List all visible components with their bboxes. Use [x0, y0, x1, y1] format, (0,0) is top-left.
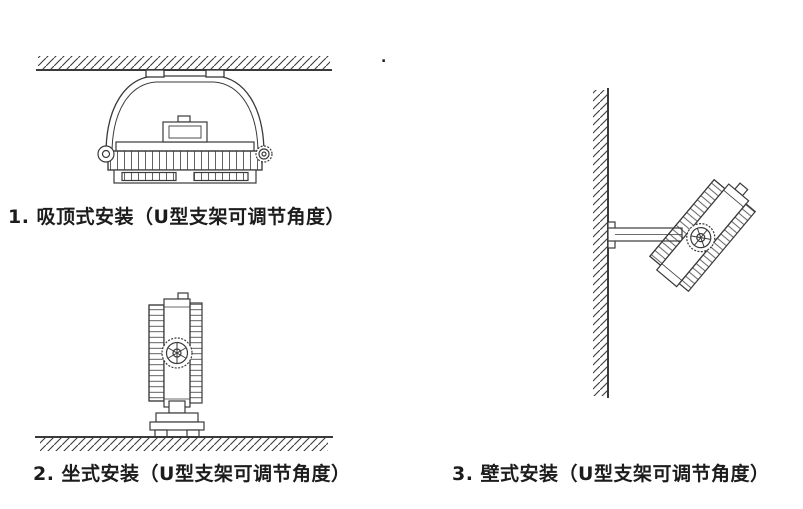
lamp-front-view	[97, 115, 273, 184]
lamp-side-view	[148, 292, 205, 438]
top-screw	[177, 292, 189, 300]
adjustment-knob-icon	[686, 223, 716, 253]
lamp-tilted-view	[649, 178, 757, 293]
cross-bar	[115, 141, 255, 152]
stray-dot: .	[381, 50, 387, 66]
junction-box	[162, 115, 208, 143]
heatsink-fins	[148, 304, 165, 402]
led-grille	[113, 169, 257, 184]
wall-surface	[593, 88, 609, 398]
pivot-knob-right-icon	[255, 145, 273, 163]
mount-tab-right	[205, 69, 225, 78]
mounting-base	[149, 400, 205, 438]
ceiling-mount-diagram	[36, 56, 332, 184]
wall-mount-diagram	[593, 88, 757, 398]
led-array-right	[193, 171, 249, 182]
heatsink-fins	[107, 150, 263, 171]
led-array-left	[121, 171, 177, 182]
caption-wall-mount: 3. 壁式安装（U型支架可调节角度）	[452, 463, 770, 485]
ground-hatch-icon	[40, 438, 328, 451]
ceiling-surface	[36, 56, 332, 71]
wall-hatch-icon	[593, 90, 608, 396]
adjustment-knob-icon	[161, 337, 193, 369]
mounting-arm	[607, 221, 683, 249]
ceiling-hatch-icon	[38, 56, 330, 70]
caption-ceiling-mount: 1. 吸顶式安装（U型支架可调节角度）	[8, 206, 345, 228]
mount-tab-left	[145, 69, 165, 78]
u-bracket	[105, 69, 265, 155]
seated-mount-diagram	[35, 292, 333, 451]
ground-surface	[35, 436, 333, 451]
pivot-knob-left-icon	[97, 145, 115, 163]
caption-seated-mount: 2. 坐式安装（U型支架可调节角度）	[33, 463, 351, 485]
